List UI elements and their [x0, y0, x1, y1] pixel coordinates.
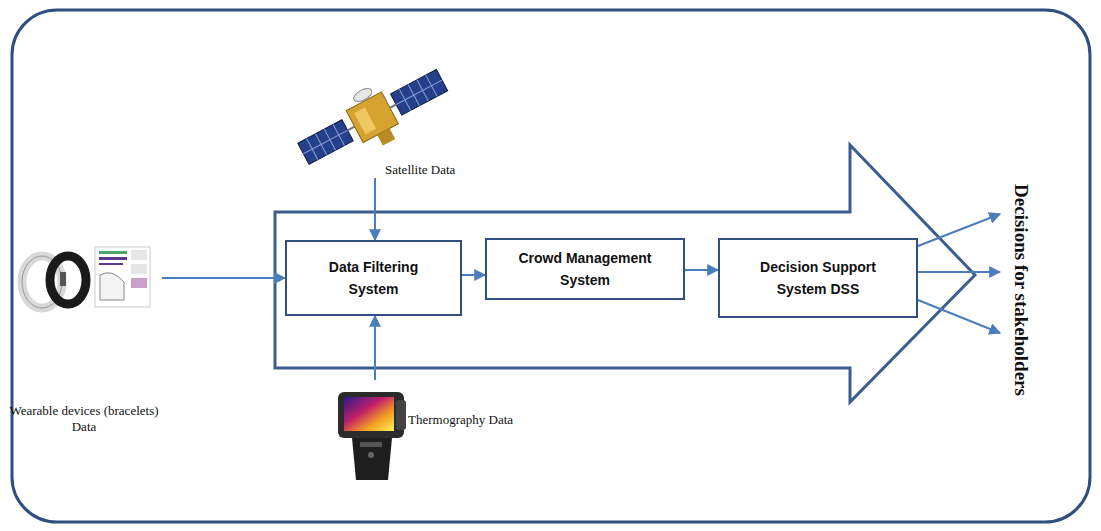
source-caption: Wearable devices (bracelets) Data — [6, 403, 162, 435]
flow-arrow — [462, 274, 485, 276]
thermal-camera-picture — [338, 392, 406, 480]
wearable-source: Wearable devices (bracelets) Data — [6, 240, 162, 462]
satellite-source: Satellite Data — [300, 68, 495, 178]
flow-arrow — [162, 277, 285, 279]
source-caption: Thermography Data — [408, 412, 548, 428]
outer-frame — [12, 10, 1090, 522]
flow-arrow — [374, 316, 376, 380]
stakeholder-arrows — [918, 214, 1000, 333]
source-caption: Satellite Data — [385, 162, 495, 178]
satellite-picture — [290, 54, 456, 180]
box-label: Decision Support System DSS — [744, 256, 892, 300]
side-label: Decisions for stakeholders — [1010, 184, 1032, 396]
box-label: Crowd Management System — [511, 247, 659, 291]
process-box: Decision Support System DSS — [718, 238, 918, 318]
bracelet-picture — [22, 247, 150, 308]
flow-arrow — [374, 178, 376, 240]
thermography-source: Thermography Data — [325, 380, 550, 485]
box-label: Data Filtering System — [311, 256, 436, 300]
process-box: Crowd Management System — [485, 238, 685, 300]
process-box: Data Filtering System — [285, 240, 462, 316]
flow-arrow — [685, 269, 718, 271]
process-arrow — [275, 145, 975, 402]
